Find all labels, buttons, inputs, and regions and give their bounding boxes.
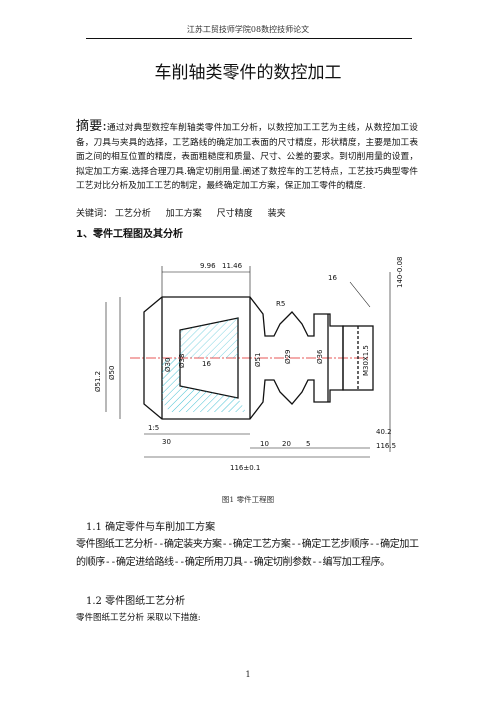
dim-label: Ø36 (316, 349, 324, 364)
keyword-item: 工艺分析 (114, 209, 151, 219)
document-title: 车削轴类零件的数控加工 (154, 63, 342, 83)
dim-label: 140-0.08 (396, 257, 404, 288)
abstract-text: 通过对典型数控车削轴类零件加工分析，以数控加工工艺为主线，从数控加工设备，刀具与… (76, 123, 418, 192)
body-paragraph-1-2: 零件图纸工艺分析 采取以下措施: (76, 613, 201, 623)
dim-label: 10 (260, 440, 269, 448)
section-hatch (162, 318, 246, 412)
dim-label: 16 (202, 360, 211, 368)
dim-label: 116.5 (376, 442, 396, 450)
dim-label: 30 (162, 438, 171, 446)
abstract-paragraph: 摘要:通过对典型数控车削轴类零件加工分析，以数控加工工艺为主线，从数控加工设备，… (76, 119, 418, 194)
dim-label: 116±0.1 (230, 464, 260, 472)
keyword-item: 尺寸精度 (216, 209, 253, 219)
dim-label: 11.46 (222, 262, 243, 270)
dim-label: 5 (306, 440, 310, 448)
abstract-label: 摘要: (76, 119, 107, 134)
keyword-item: 加工方案 (165, 209, 202, 219)
dim-label: 20 (282, 440, 291, 448)
dim-label: 1:5 (148, 424, 159, 432)
page-number: 1 (245, 670, 251, 679)
dim-label: 9.96 (200, 262, 216, 270)
keywords-label: 关键词： (76, 209, 113, 219)
dim-label: Ø38 (178, 354, 186, 368)
body-paragraph-1-1: 零件图纸工艺分析--确定装夹方案--确定工艺方案--确定工艺步顺序--确定加工的… (76, 539, 419, 568)
dim-label: 16 (328, 274, 337, 282)
figure-caption: 图1 零件工程图 (221, 495, 275, 504)
section-heading-1-2: 1.2 零件图纸工艺分析 (86, 596, 186, 607)
keyword-item: 装夹 (267, 209, 286, 219)
dim-label: M30X1.5 (362, 345, 370, 376)
dim-label: 40.2 (376, 428, 392, 436)
dimension-labels: 9.96 11.46 16 140-0.08 Ø51.2 Ø50 Ø30 Ø38… (94, 257, 404, 472)
engineering-drawing: 9.96 11.46 16 140-0.08 Ø51.2 Ø50 Ø30 Ø38… (94, 257, 404, 472)
dim-label: Ø50 (108, 366, 116, 380)
dim-label: R5 (276, 300, 285, 308)
header-rule (86, 38, 412, 39)
dim-label: Ø29 (284, 350, 292, 364)
running-header: 江苏工贸技师学院08数控技师论文 (186, 25, 310, 34)
section-heading-1-1: 1.1 确定零件与车削加工方案 (86, 522, 216, 533)
section-heading-1: 1、零件工程图及其分析 (76, 229, 183, 240)
dim-label: Ø30 (164, 358, 172, 372)
dim-label: Ø51 (254, 353, 262, 367)
keywords-line: 关键词： 工艺分析 加工方案 尺寸精度 装夹 (76, 206, 298, 219)
dim-label: Ø51.2 (94, 371, 102, 392)
dimension-lines (105, 266, 391, 458)
